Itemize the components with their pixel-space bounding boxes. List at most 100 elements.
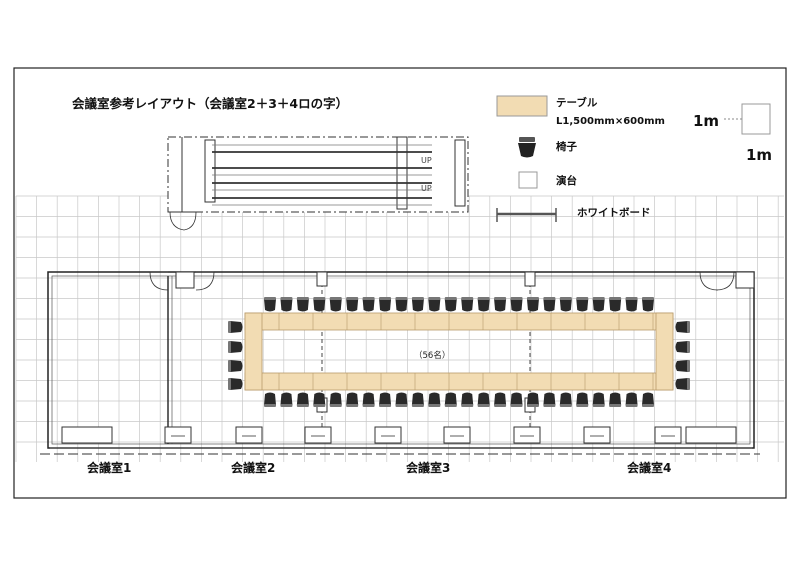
chair-seat bbox=[675, 341, 688, 353]
table-left-col bbox=[244, 312, 263, 391]
chair-back bbox=[625, 404, 638, 407]
chair-seat bbox=[379, 299, 392, 312]
chair-icon bbox=[477, 392, 490, 407]
chair-seat bbox=[280, 299, 293, 312]
chair-seat bbox=[329, 392, 342, 405]
chair-back bbox=[228, 378, 231, 390]
chair-back bbox=[592, 404, 605, 407]
door-swing bbox=[699, 271, 719, 291]
chair-back bbox=[543, 297, 556, 300]
chair-seat bbox=[510, 392, 523, 405]
chair-seat bbox=[576, 299, 589, 312]
chair-back bbox=[687, 321, 690, 333]
chair-back bbox=[687, 360, 690, 372]
chair-seat bbox=[543, 299, 556, 312]
chair-seat bbox=[625, 392, 638, 405]
chair-back bbox=[228, 321, 231, 333]
chair-icon bbox=[395, 392, 408, 407]
chair-icon bbox=[264, 297, 276, 312]
chair-seat bbox=[395, 299, 408, 312]
chair-seat bbox=[559, 299, 572, 312]
chair-seat bbox=[675, 378, 688, 390]
corridor-table bbox=[443, 426, 471, 444]
chair-seat bbox=[379, 392, 392, 405]
chair-back bbox=[395, 297, 408, 300]
chair-icon bbox=[461, 297, 474, 312]
chair-legend-label: 椅子 bbox=[556, 140, 577, 153]
chair-seat bbox=[510, 299, 523, 312]
chair-back bbox=[362, 297, 375, 300]
chair-back bbox=[494, 297, 507, 300]
chair-back bbox=[379, 297, 392, 300]
chair-seat bbox=[675, 321, 688, 333]
chair-icon bbox=[264, 392, 276, 407]
chair-back bbox=[428, 404, 441, 407]
chair-back bbox=[592, 297, 605, 300]
chair-seat bbox=[346, 299, 359, 312]
chair-back bbox=[510, 297, 523, 300]
chair-seat bbox=[642, 299, 654, 312]
chair-icon bbox=[329, 297, 342, 312]
corridor-table bbox=[583, 426, 611, 444]
chair-seat bbox=[559, 392, 572, 405]
chair-icon bbox=[609, 297, 622, 312]
chair-seat bbox=[477, 392, 490, 405]
chair-seat bbox=[609, 299, 622, 312]
chair-back bbox=[395, 404, 408, 407]
chair-back bbox=[461, 404, 474, 407]
chair-back bbox=[411, 404, 424, 407]
chair-seat bbox=[428, 299, 441, 312]
chair-seat bbox=[444, 392, 457, 405]
chair-icon bbox=[592, 392, 605, 407]
capacity-label: （56名） bbox=[414, 350, 450, 361]
table-right-col bbox=[655, 312, 674, 391]
chair-icon bbox=[280, 297, 293, 312]
chair-back bbox=[346, 297, 359, 300]
chair-back bbox=[559, 297, 572, 300]
chair-back bbox=[264, 297, 276, 300]
chair-seat bbox=[230, 360, 243, 372]
table-legend-label: テーブル bbox=[556, 96, 598, 109]
chair-icon bbox=[395, 297, 408, 312]
chair-seat bbox=[411, 299, 424, 312]
storage-box bbox=[685, 426, 737, 444]
chair-icon bbox=[329, 392, 342, 407]
chair-icon bbox=[609, 392, 622, 407]
chair-icon bbox=[675, 378, 690, 390]
chair-seat bbox=[230, 378, 243, 390]
chair-seat bbox=[411, 392, 424, 405]
chair-back bbox=[228, 360, 231, 372]
table-top-row bbox=[244, 312, 674, 331]
chair-seat bbox=[609, 392, 622, 405]
chair-icon bbox=[642, 297, 654, 312]
chair-icon bbox=[362, 297, 375, 312]
chair-seat bbox=[313, 392, 326, 405]
chair-icon bbox=[362, 392, 375, 407]
chair-seat bbox=[428, 392, 441, 405]
chair-seat bbox=[576, 392, 589, 405]
chair-seat bbox=[346, 392, 359, 405]
chair-icon bbox=[444, 297, 457, 312]
chair-back bbox=[428, 297, 441, 300]
chair-back bbox=[313, 404, 326, 407]
chair-back bbox=[411, 297, 424, 300]
corridor-table bbox=[513, 426, 541, 444]
chair-seat bbox=[280, 392, 293, 405]
chair-icon bbox=[510, 392, 523, 407]
chair-seat bbox=[395, 392, 408, 405]
whiteboard-legend-label: ホワイトボード bbox=[577, 206, 651, 219]
table-legend-swatch bbox=[496, 95, 548, 117]
chair-icon bbox=[346, 392, 359, 407]
chair-icon bbox=[559, 392, 572, 407]
room-label-3: 会議室3 bbox=[406, 460, 450, 475]
chair-back bbox=[379, 404, 392, 407]
chair-back bbox=[687, 378, 690, 390]
chair-icon bbox=[675, 341, 690, 353]
chair-seat bbox=[543, 392, 556, 405]
chair-back bbox=[609, 297, 622, 300]
chair-seat bbox=[362, 299, 375, 312]
chair-icon bbox=[526, 392, 539, 407]
chair-back bbox=[609, 404, 622, 407]
chairs bbox=[228, 297, 690, 407]
